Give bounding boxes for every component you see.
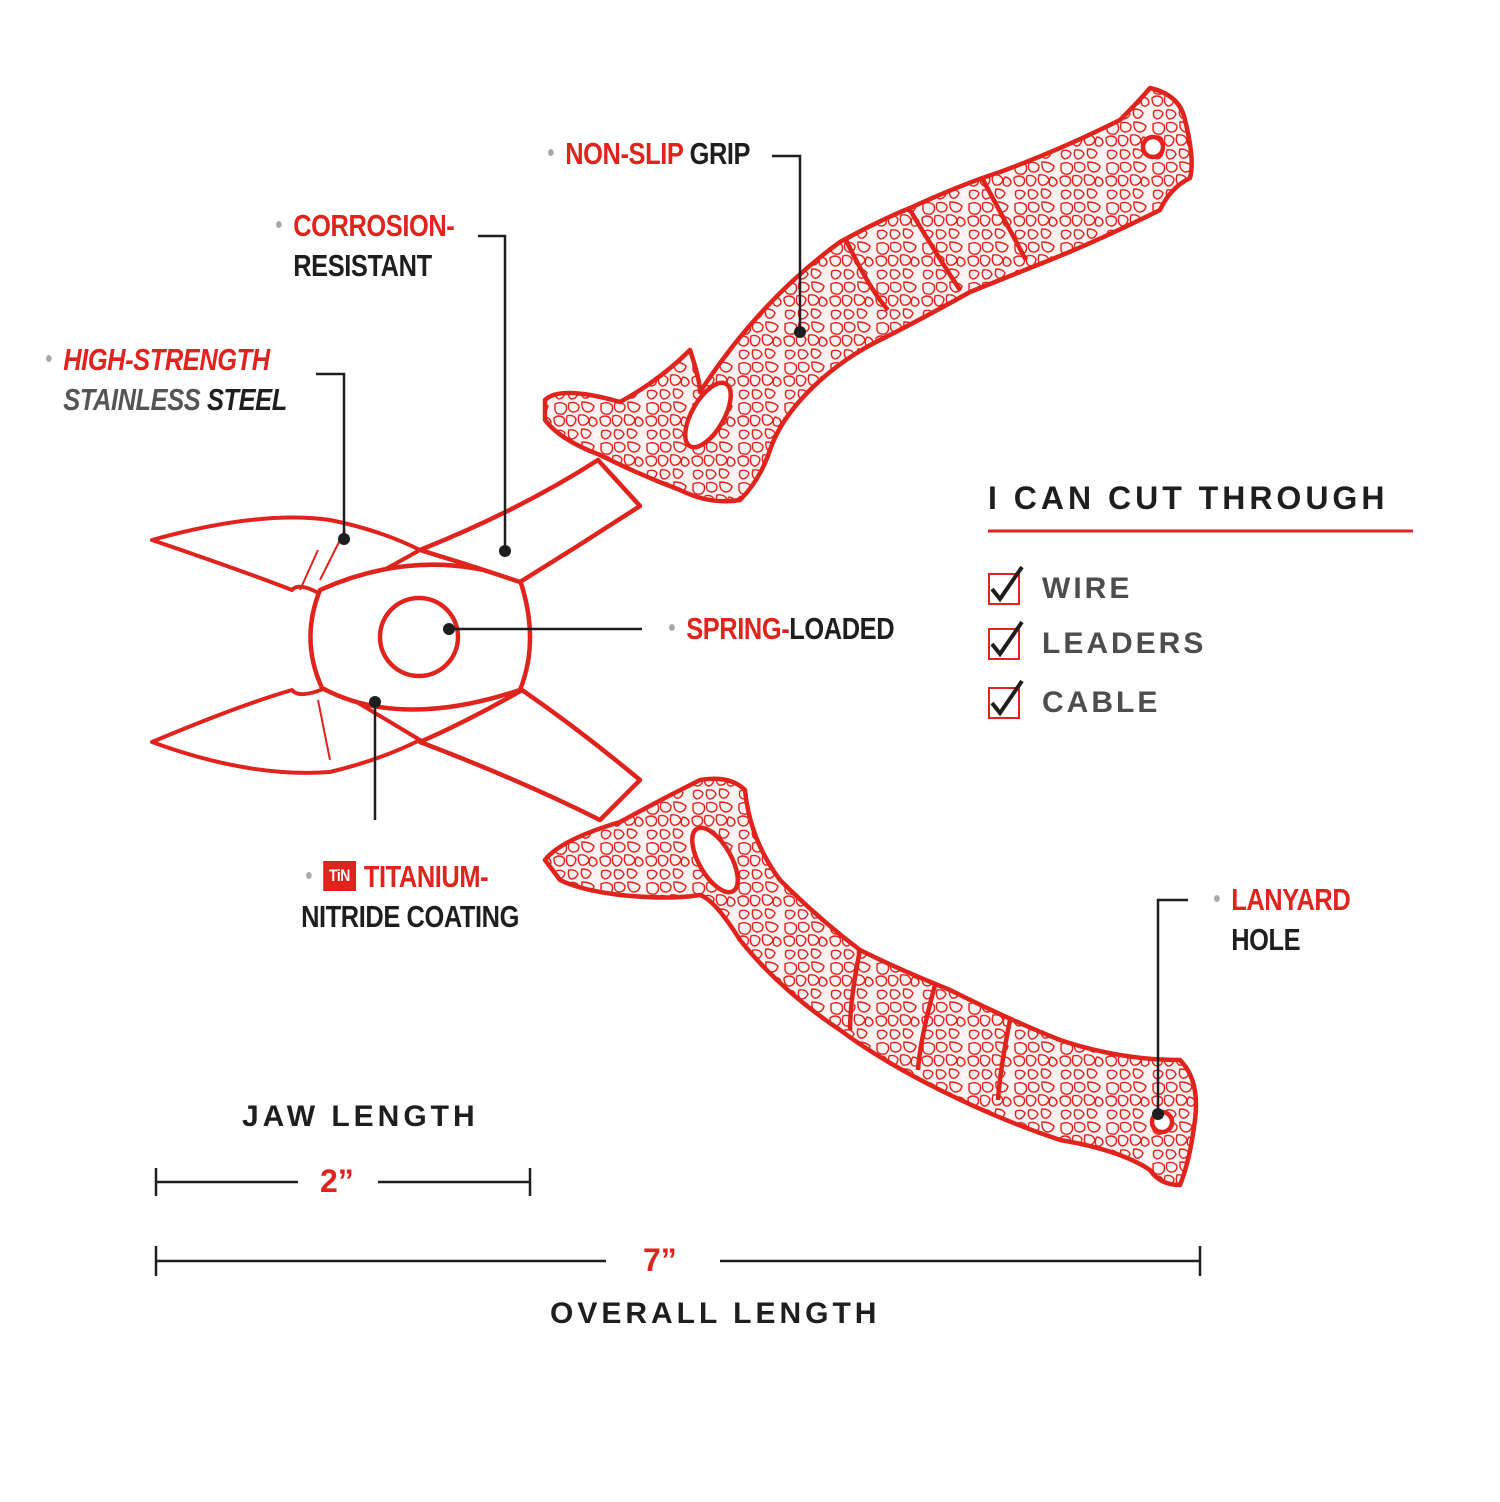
- bullet-dot: [548, 149, 554, 157]
- lower-handle: [542, 776, 1199, 1188]
- cut-item-cable: CABLE: [988, 679, 1161, 723]
- overall-length-label: OVERALL LENGTH: [550, 1297, 881, 1330]
- loaded-text: LOADED: [789, 611, 895, 646]
- resistant-text: RESISTANT: [293, 248, 432, 283]
- spring-text: SPRING-: [686, 611, 790, 646]
- checkmark-icon: [990, 679, 1024, 717]
- cut-item-label: CABLE: [1042, 686, 1161, 719]
- bullet-dot: [276, 221, 282, 229]
- cut-item-label: LEADERS: [1042, 627, 1207, 660]
- jaw-length-label: JAW LENGTH: [242, 1100, 479, 1133]
- stainless-text: STAINLESS: [63, 382, 207, 417]
- leader-dots: [338, 326, 1164, 1120]
- tin-badge: TiN: [323, 860, 356, 891]
- bullet-dot: [1214, 895, 1220, 903]
- high-strength-steel-callout: HIGH-STRENGTH STAINLESS STEEL: [46, 340, 287, 420]
- bullet-dot: [669, 624, 675, 632]
- overall-dimension-line: [154, 1246, 1202, 1276]
- corrosion-resistant-callout: CORROSION- RESISTANT: [276, 206, 455, 286]
- cut-panel-heading: I CAN CUT THROUGH: [988, 480, 1389, 516]
- checkbox-checked: [988, 679, 1024, 719]
- nitride-coating-text: NITRIDE COATING: [301, 899, 519, 934]
- titanium-text: TITANIUM-: [363, 859, 489, 894]
- checkmark-icon: [990, 565, 1024, 603]
- spring-loaded-callout: SPRING-LOADED: [669, 609, 895, 649]
- lanyard-text: LANYARD: [1231, 882, 1351, 917]
- bullet-dot: [306, 872, 312, 880]
- lower-arm: [417, 687, 643, 823]
- high-strength-text: HIGH-STRENGTH: [63, 342, 270, 377]
- pivot-body: [308, 562, 533, 712]
- cut-item-wire: WIRE: [988, 565, 1133, 609]
- non-slip-grip-callout: NON-SLIP GRIP: [548, 134, 751, 174]
- jaw-length-value: 2”: [320, 1163, 354, 1199]
- upper-arm: [417, 457, 643, 585]
- overall-length-value: 7”: [643, 1242, 677, 1278]
- non-slip-text: NON-SLIP: [565, 136, 683, 171]
- cut-item-label: WIRE: [1042, 572, 1133, 605]
- corrosion-text: CORROSION-: [293, 208, 455, 243]
- jaw-dimension-line: [154, 1168, 532, 1196]
- upper-handle: [542, 85, 1194, 504]
- cut-item-leaders: LEADERS: [988, 620, 1207, 664]
- bullet-dot: [46, 355, 52, 363]
- hole-text: HOLE: [1231, 922, 1301, 957]
- grip-text: GRIP: [682, 136, 751, 171]
- checkbox-checked: [988, 620, 1024, 660]
- steel-text: STEEL: [206, 382, 287, 417]
- checkmark-icon: [990, 620, 1024, 658]
- leader-lines: [316, 154, 1188, 1113]
- checkbox-checked: [988, 565, 1024, 605]
- lanyard-hole-callout: LANYARD HOLE: [1214, 880, 1351, 960]
